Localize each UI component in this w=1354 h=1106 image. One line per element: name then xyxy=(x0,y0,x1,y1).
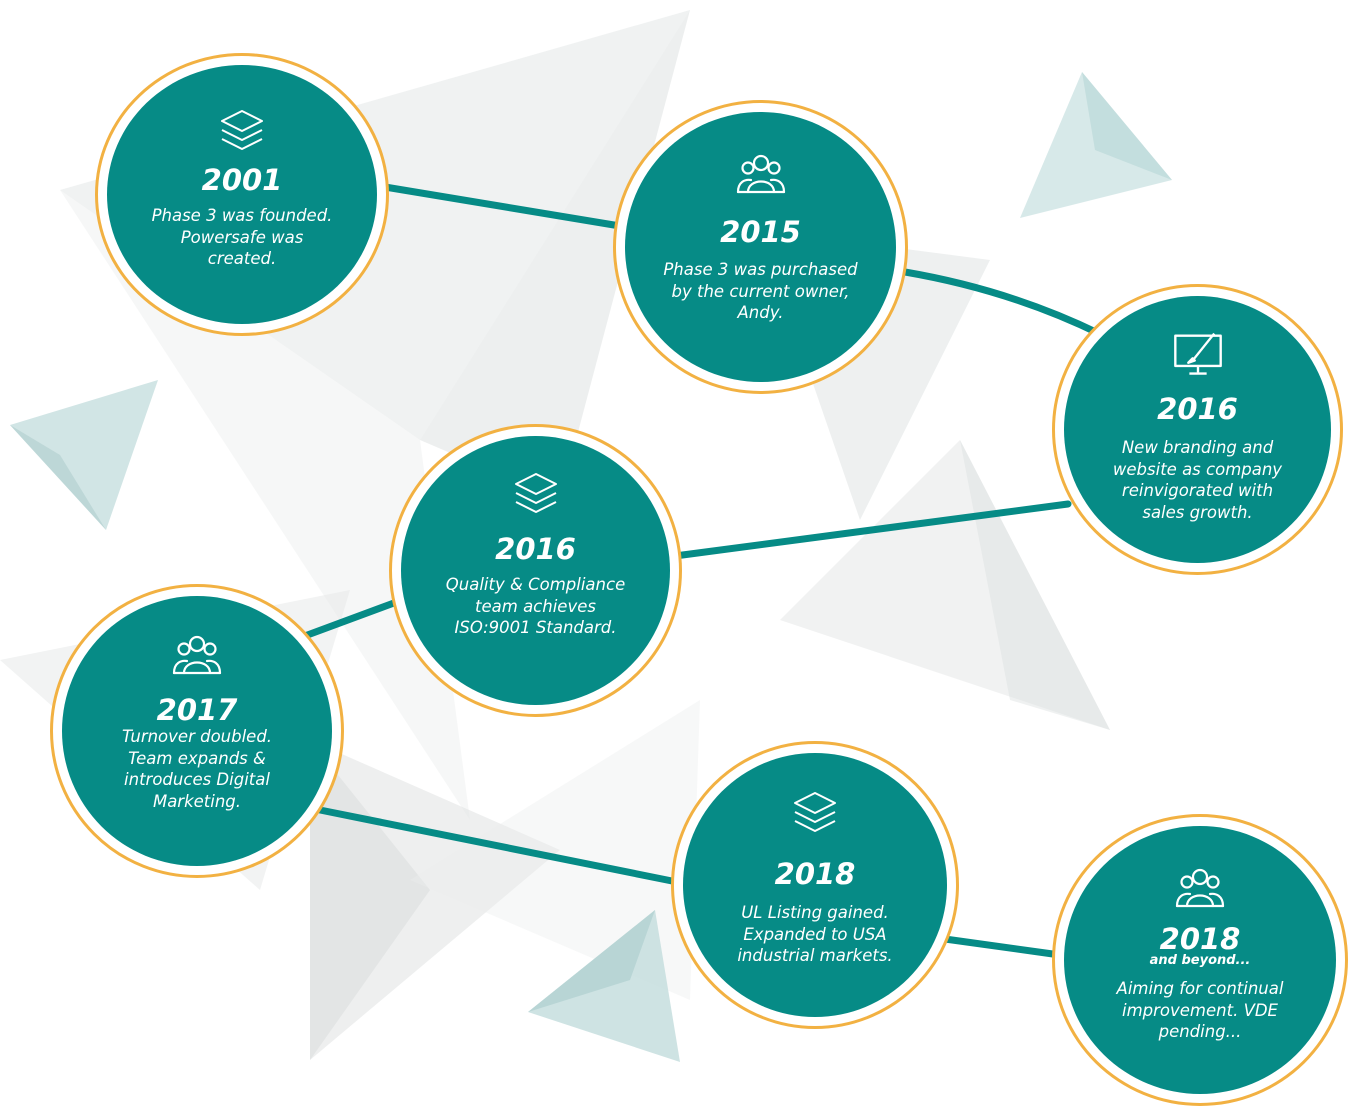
milestone-description: UL Listing gained. Expanded to USA indus… xyxy=(737,903,893,965)
milestone-description: Quality & Compliance team achieves ISO:9… xyxy=(445,575,626,637)
timeline-connector xyxy=(298,183,1104,959)
bg-shard xyxy=(410,700,700,1000)
team-icon xyxy=(736,154,785,194)
milestone-year: 2017 xyxy=(156,693,238,727)
milestone-year: 2015 xyxy=(720,215,801,249)
layers-icon xyxy=(794,792,836,832)
milestone-disc: 2017 Turnover doubled. Team expands & in… xyxy=(62,596,332,866)
milestone-description: Phase 3 was purchased by the current own… xyxy=(663,260,858,322)
milestone-2018: 2018 UL Listing gained. Expanded to USA … xyxy=(671,741,959,1029)
bg-shard xyxy=(310,740,430,1060)
bg-shard xyxy=(780,440,1110,730)
milestone-disc: 2018 UL Listing gained. Expanded to USA … xyxy=(683,753,947,1017)
milestone-2017: 2017 Turnover doubled. Team expands & in… xyxy=(50,584,344,878)
milestone-description: Turnover doubled. Team expands & introdu… xyxy=(121,727,273,811)
milestone-year: 2016 xyxy=(1157,392,1238,426)
milestone-description: Phase 3 was founded. Powersafe was creat… xyxy=(151,206,333,268)
milestone-disc: 2018 and beyond... Aiming for continual … xyxy=(1064,826,1336,1094)
milestone-disc: 2015 Phase 3 was purchased by the curren… xyxy=(625,112,896,382)
milestone-2015: 2015 Phase 3 was purchased by the curren… xyxy=(613,100,908,394)
milestone-year: 2018 xyxy=(774,857,856,891)
milestone-2018-and-beyond: 2018 and beyond... Aiming for continual … xyxy=(1052,814,1348,1106)
bg-shard-teal xyxy=(1082,72,1172,180)
milestone-disc: 2001 Phase 3 was founded. Powersafe was … xyxy=(107,65,377,324)
milestone-disc: 2016 Quality & Compliance team achieves … xyxy=(401,436,670,705)
milestone-year: 2016 xyxy=(495,532,576,566)
milestone-2001: 2001 Phase 3 was founded. Powersafe was … xyxy=(95,53,389,336)
bg-shard-teal xyxy=(528,910,655,1012)
milestone-2016-quality: 2016 Quality & Compliance team achieves … xyxy=(389,424,682,717)
milestone-disc: 2016 New branding and website as company… xyxy=(1064,296,1331,563)
bg-shard xyxy=(420,10,690,500)
layers-icon xyxy=(221,110,263,150)
bg-shard xyxy=(60,190,470,820)
milestone-year: 2018 xyxy=(1159,922,1241,956)
milestone-2016-branding: 2016 New branding and website as company… xyxy=(1052,284,1343,575)
team-icon xyxy=(1175,868,1225,908)
bg-shard-teal xyxy=(10,425,106,530)
milestone-year: 2001 xyxy=(201,163,283,197)
milestone-description: Aiming for continual improvement. VDE pe… xyxy=(1116,979,1284,1041)
monitor-design-icon xyxy=(1173,332,1222,375)
team-icon xyxy=(172,635,222,675)
milestone-subtitle: and beyond... xyxy=(1149,953,1251,968)
bg-shard-teal xyxy=(10,380,158,530)
layers-icon xyxy=(514,473,557,513)
milestone-description: New branding and website as company rein… xyxy=(1112,438,1283,522)
